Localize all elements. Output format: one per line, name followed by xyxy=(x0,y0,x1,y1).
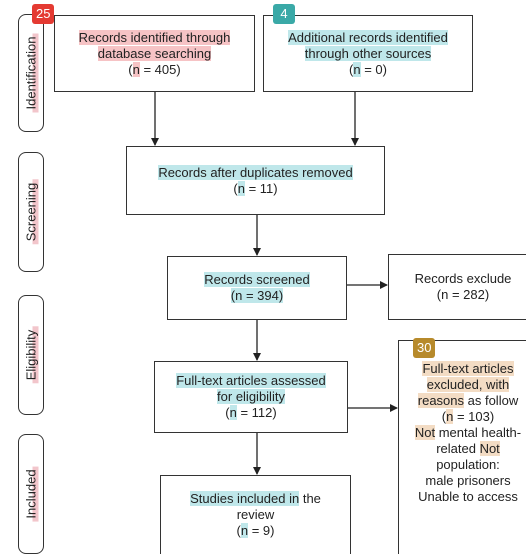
box-database-searching: Records identified through database sear… xyxy=(54,15,255,92)
fulltext-n-value: = 112) xyxy=(236,405,277,420)
ft-excluded-n-letter: n xyxy=(446,409,454,424)
duplicates-line1: Records after duplicates removed xyxy=(158,164,353,180)
ft-excluded-reason1-hl: Not xyxy=(414,425,436,440)
excluded-line1: Records exclude xyxy=(414,271,512,286)
ft-excluded-reason2-pre: related xyxy=(436,441,480,456)
ft-excluded-reasons: reasons xyxy=(417,393,465,408)
screened-line1: Records screened xyxy=(204,272,310,287)
duplicates-n-letter: n xyxy=(237,180,245,196)
ft-excluded-n-value: = 103) xyxy=(453,409,495,424)
ft-excluded-reason4: male prisoners xyxy=(425,473,511,488)
fulltext-line1: Full-text articles assessed xyxy=(176,373,326,388)
included-line1-hl: Studies included in xyxy=(190,491,300,506)
badge-identification-other: 4 xyxy=(273,4,295,24)
phase-included: Included xyxy=(18,434,44,554)
included-line2: review xyxy=(236,507,275,522)
included-n-value: = 9) xyxy=(248,523,275,538)
phase-eligibility: Eligibility xyxy=(18,295,44,415)
ft-excluded-line2: excluded, with xyxy=(426,377,510,392)
included-n-letter: n xyxy=(240,523,249,538)
other-sources-n-letter: n xyxy=(353,61,361,77)
other-sources-line2: through other sources xyxy=(304,45,432,61)
ft-excluded-reason5: Unable to access xyxy=(418,489,518,504)
ft-excluded-reason2-hl: Not xyxy=(479,441,500,456)
db-search-line2: database searching xyxy=(97,45,212,61)
badge-identification-db: 25 xyxy=(32,4,55,24)
duplicates-n-value: = 11) xyxy=(244,180,278,196)
db-search-line1: Records identified through xyxy=(78,29,231,45)
ft-excluded-reason3: population: xyxy=(436,457,500,472)
ft-excluded-line3-rest: as follow xyxy=(464,393,519,408)
box-records-screened: Records screened (n = 394) xyxy=(167,256,347,320)
box-fulltext-excluded: Full-text articles excluded, with reason… xyxy=(398,340,526,554)
box-studies-included: Studies included in the review (n = 9) xyxy=(160,475,351,554)
fulltext-n-letter: n xyxy=(229,405,237,420)
db-search-n-value: = 405) xyxy=(139,61,181,77)
other-sources-line1: Additional records identified xyxy=(288,29,448,45)
screened-line2: (n = 394) xyxy=(230,288,284,303)
phase-identification: Identification xyxy=(18,14,44,132)
box-other-sources: Additional records identified through ot… xyxy=(263,15,473,92)
ft-excluded-line1: Full-text articles xyxy=(422,361,514,376)
included-line1-rest: the xyxy=(299,491,321,506)
other-sources-n-value: = 0) xyxy=(360,61,387,77)
box-fulltext-assessed: Full-text articles assessed for eligibil… xyxy=(154,361,348,433)
badge-excluded-fulltext: 30 xyxy=(413,338,436,358)
ft-excluded-reason1-rest: mental health- xyxy=(435,425,522,440)
db-search-n-letter: n xyxy=(132,61,140,77)
phase-screening: Screening xyxy=(18,152,44,272)
box-duplicates-removed: Records after duplicates removed (n = 11… xyxy=(126,146,385,215)
box-records-excluded: Records exclude (n = 282) xyxy=(388,254,526,320)
fulltext-line2: for eligibility xyxy=(217,389,285,404)
excluded-line2: (n = 282) xyxy=(436,287,490,302)
